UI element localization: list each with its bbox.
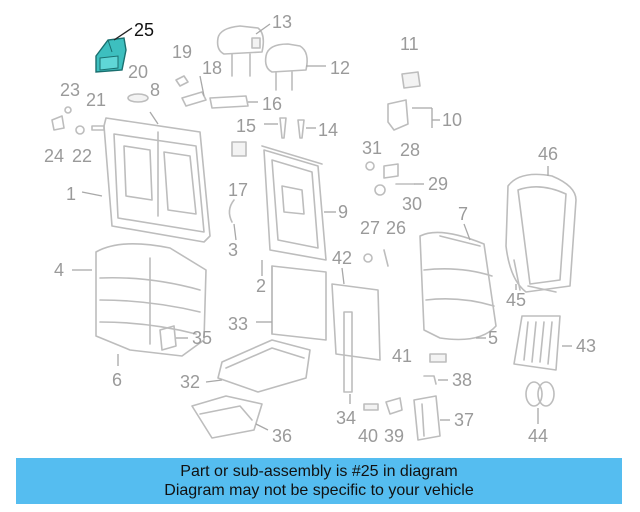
label-14: 14 — [318, 120, 338, 140]
label-27: 27 — [360, 218, 380, 238]
part-40-clip — [363, 403, 379, 411]
label-7: 7 — [458, 204, 468, 224]
label-41: 41 — [392, 346, 412, 366]
label-28: 28 — [400, 140, 420, 160]
label-36: 36 — [272, 426, 292, 446]
label-32: 32 — [180, 372, 200, 392]
part-39-clip — [385, 397, 403, 415]
part-24-bracket — [51, 115, 65, 131]
label-3: 3 — [228, 240, 238, 260]
part-37-bracket — [413, 395, 441, 441]
seat-parts-diagram: 25 13 19 11 20 18 12 23 8 21 16 10 15 14… — [44, 12, 596, 446]
label-45: 45 — [506, 290, 526, 310]
part-25-bracket[interactable] — [95, 37, 127, 73]
part-22-nut — [75, 125, 85, 135]
label-43: 43 — [576, 336, 596, 356]
part-21-bolt — [91, 125, 105, 131]
label-39: 39 — [384, 426, 404, 446]
part-11-button — [401, 71, 421, 89]
part-info-banner: Part or sub-assembly is #25 in diagram D… — [16, 458, 622, 504]
part-34-bracket — [343, 311, 353, 393]
label-23: 23 — [60, 80, 80, 100]
banner-line-1: Part or sub-assembly is #25 in diagram — [180, 463, 458, 480]
label-17: 17 — [228, 180, 248, 200]
label-12: 12 — [330, 58, 350, 78]
part-30-nut — [374, 184, 386, 196]
part-38-hook — [423, 375, 437, 385]
label-2: 2 — [256, 276, 266, 296]
label-18: 18 — [202, 58, 222, 78]
label-9: 9 — [338, 202, 348, 222]
label-11: 11 — [400, 34, 419, 54]
label-25: 25 — [134, 20, 154, 40]
part-31-grommet — [365, 161, 375, 171]
label-1: 1 — [66, 184, 76, 204]
label-4: 4 — [54, 260, 64, 280]
label-33: 33 — [228, 314, 248, 334]
label-22: 22 — [72, 146, 92, 166]
part-35-bracket — [159, 325, 177, 351]
label-10: 10 — [442, 110, 462, 130]
label-40: 40 — [358, 426, 378, 446]
label-42: 42 — [332, 248, 352, 268]
part-10-latch — [387, 99, 409, 131]
part-16-trim — [209, 95, 249, 109]
part-28-clip — [383, 163, 399, 179]
label-16: 16 — [262, 94, 282, 114]
label-20: 20 — [128, 62, 148, 82]
label-21: 21 — [86, 90, 106, 110]
label-44: 44 — [528, 426, 548, 446]
part-46-pad — [505, 173, 577, 293]
part-7-seatback-cover — [419, 231, 497, 341]
label-8: 8 — [150, 80, 160, 100]
part-20-cap — [127, 93, 149, 103]
label-26: 26 — [386, 218, 406, 238]
part-15-bolt — [279, 117, 287, 139]
part-18-trim — [181, 91, 207, 107]
label-29: 29 — [428, 174, 448, 194]
part-14-bolt — [297, 119, 305, 139]
label-13: 13 — [272, 12, 292, 32]
label-31: 31 — [362, 138, 382, 158]
part-4-cushion — [95, 243, 207, 357]
label-30: 30 — [402, 194, 422, 214]
part-44-caps — [525, 381, 555, 407]
label-6: 6 — [112, 370, 122, 390]
label-34: 34 — [336, 408, 356, 428]
part-23-pin — [64, 106, 72, 114]
part-3-hook — [228, 199, 235, 223]
part-41-clip — [429, 353, 447, 363]
label-5: 5 — [488, 328, 498, 348]
label-19: 19 — [172, 42, 192, 62]
part-13-headrest — [216, 25, 265, 77]
part-27-nut — [363, 253, 373, 263]
part-43-mat — [513, 315, 561, 371]
part-12-headrest — [264, 43, 308, 91]
part-26-bolt — [383, 249, 389, 267]
label-37: 37 — [454, 410, 474, 430]
label-24: 24 — [44, 146, 64, 166]
part-42-frame — [331, 283, 381, 361]
part-19-clip — [175, 75, 189, 87]
part-36-frame — [191, 395, 263, 439]
part-33-frame — [271, 265, 327, 341]
label-38: 38 — [452, 370, 472, 390]
part-8-seatback-frame — [103, 117, 247, 243]
label-46: 46 — [538, 144, 558, 164]
part-9-seatback-frame — [261, 145, 327, 261]
label-15: 15 — [236, 116, 256, 136]
label-35: 35 — [192, 328, 212, 348]
part-32-cushion — [217, 339, 311, 393]
banner-line-2: Diagram may not be specific to your vehi… — [164, 482, 474, 499]
